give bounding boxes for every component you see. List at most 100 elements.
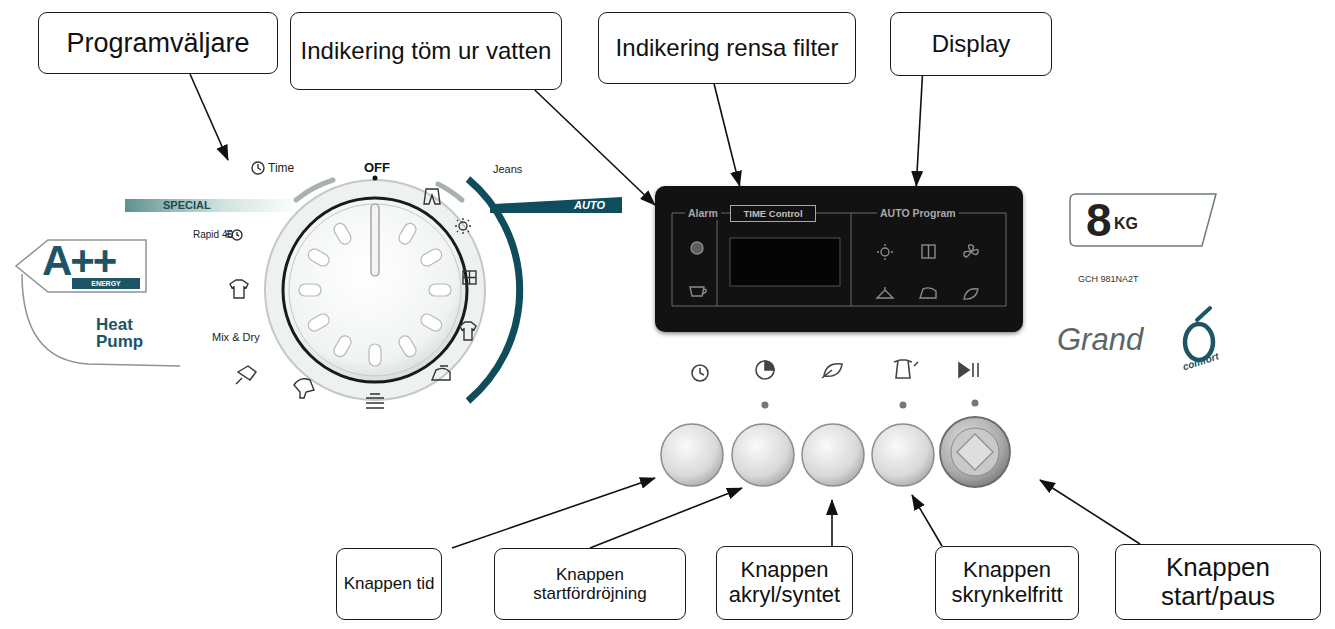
- display-icon: [964, 289, 978, 299]
- dial-pointer: [371, 204, 379, 276]
- callout-box: Programväljare: [38, 12, 278, 74]
- button-led: [762, 402, 769, 409]
- dial-tick: [397, 334, 418, 359]
- off-marker: [373, 176, 378, 181]
- special-band: SPECIAL: [125, 199, 300, 212]
- dial-tick: [369, 344, 381, 366]
- callout-text: Knappen start/paus: [1120, 553, 1316, 611]
- display-icon: [691, 242, 703, 254]
- brand-name: comfort: [1181, 351, 1220, 373]
- program-icon: [432, 366, 450, 380]
- program-icon: [366, 394, 384, 408]
- button-icon: [973, 363, 978, 377]
- display-lcd: [730, 238, 840, 286]
- panel-buttons: [661, 417, 1010, 487]
- program-icon: [424, 189, 440, 204]
- dial-tick: [299, 284, 321, 296]
- program-dial: [283, 198, 467, 382]
- program-icon: [460, 322, 476, 340]
- display-icon: [877, 287, 893, 298]
- program-dial: [265, 176, 520, 402]
- program-name: Time: [268, 161, 294, 175]
- callout-box: Indikering rensa filter: [598, 12, 856, 84]
- display-heading: TIME Control: [743, 206, 802, 221]
- callout-text: Indikering töm ur vatten: [301, 38, 552, 65]
- button-icon: [894, 360, 918, 378]
- program-icon: [463, 271, 476, 284]
- callout-arrow: [714, 84, 740, 186]
- panel-buttons: [940, 417, 1010, 487]
- callout-box: Display: [890, 12, 1052, 76]
- node-outline: [22, 274, 180, 366]
- program-icon: [455, 218, 471, 234]
- display-lcd: [730, 238, 840, 286]
- program-icon: [459, 222, 467, 230]
- leader-line: [912, 495, 942, 546]
- dial-mark: OFF: [364, 160, 390, 175]
- capacity-badge: 8KG: [1066, 190, 1220, 250]
- display-panel: Alarm AUTO Program TIME Control: [655, 186, 1023, 332]
- brand-name: Grand: [1057, 322, 1143, 358]
- button-led: [762, 400, 979, 409]
- button-icon: [959, 363, 969, 377]
- program-name: Rapid 40: [193, 229, 233, 240]
- leader-line: [190, 74, 228, 160]
- callout-box: Indikering töm ur vatten: [290, 12, 562, 90]
- dial-tick: [306, 312, 331, 333]
- dial-tick: [429, 284, 451, 296]
- band-text: AUTO: [574, 198, 605, 212]
- callout-text: Indikering rensa filter: [616, 35, 839, 62]
- panel-buttons: [951, 428, 999, 476]
- button-icon: [700, 368, 704, 375]
- selection-mark: [296, 180, 333, 200]
- button-icon: [756, 361, 774, 379]
- capacity-unit: KG: [1114, 216, 1138, 232]
- button-icon: [692, 365, 708, 381]
- time-control-box: TIME Control: [730, 205, 816, 222]
- program-name: Mix & Dry: [212, 331, 260, 343]
- display-icon: [690, 242, 978, 299]
- program-icon: [294, 379, 314, 398]
- program-icon: [230, 280, 248, 298]
- display-heading: AUTO Program: [877, 206, 959, 220]
- leader-line: [452, 478, 655, 548]
- button-icon: [822, 364, 842, 378]
- panel-buttons: [732, 424, 794, 486]
- callout-box: Knappen startfördröjning: [494, 548, 686, 620]
- energy-class: A++: [42, 240, 115, 282]
- callout-text: Knappen akryl/syntet: [721, 558, 848, 607]
- program-icon: [252, 162, 264, 174]
- dial-tick: [419, 312, 444, 333]
- leader-line: [590, 488, 742, 548]
- node-outline: [16, 240, 146, 292]
- program-icon: [258, 164, 261, 170]
- display-icon: [877, 244, 893, 260]
- energy-tag: ENERGY: [72, 278, 140, 289]
- callout-arrow: [916, 76, 922, 186]
- leader-line: [1040, 480, 1140, 544]
- display-icon: [690, 287, 706, 296]
- dial-tick: [332, 334, 353, 359]
- program-name: Jeans: [493, 163, 522, 175]
- band-text: SPECIAL: [163, 199, 211, 212]
- panel-buttons: [661, 424, 723, 486]
- heat-pump-text: Heat Pump: [96, 316, 148, 350]
- capacity-number: 8: [1086, 197, 1112, 243]
- button-icon: [765, 361, 774, 370]
- button-led: [900, 402, 907, 409]
- display-heading: Alarm: [685, 206, 721, 220]
- brand-logo: [1197, 308, 1210, 320]
- callout-box: Knappen tid: [336, 548, 442, 620]
- energy-badge: A++ENERGY Heat Pump: [8, 232, 188, 377]
- display-icon: [964, 245, 978, 257]
- leader-line: [190, 74, 1140, 548]
- program-dial: [289, 204, 461, 376]
- callout-box: Knappen akryl/syntet: [716, 546, 853, 620]
- node-outline: [1070, 194, 1216, 246]
- dial-tick: [332, 221, 353, 246]
- callout-text: Knappen tid: [344, 574, 435, 593]
- dial-tick: [306, 247, 331, 268]
- callout-text: Knappen skrynkelfritt: [940, 558, 1074, 607]
